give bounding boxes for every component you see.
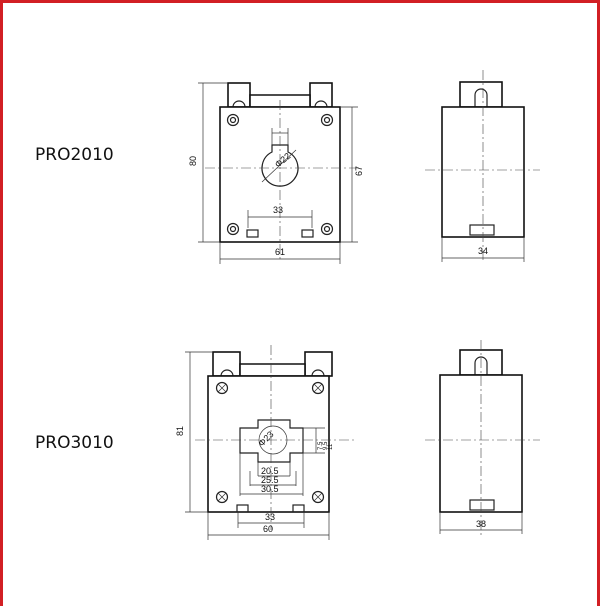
slot-dim-label: 25.5 bbox=[261, 475, 279, 485]
model-label-pro3010: PRO3010 bbox=[35, 433, 114, 453]
slot-dim-label: 30.5 bbox=[261, 484, 279, 494]
pro3010-front-view: Φ23 7.5 9.5 11 20.5 25.5 30.5 81 bbox=[175, 345, 355, 540]
side-width-label: 34 bbox=[478, 246, 488, 256]
mounting-tab-left bbox=[212, 351, 241, 377]
small-dim-label: 11 bbox=[328, 443, 334, 450]
pro3010-body bbox=[207, 375, 330, 513]
mounting-tab-right bbox=[309, 82, 333, 108]
corner-screws bbox=[215, 381, 325, 504]
small-dim-label: 7.5 bbox=[318, 441, 324, 450]
height-label: 81 bbox=[175, 426, 185, 436]
small-dim-label: 9.5 bbox=[323, 441, 329, 450]
hole-spacing-label: 33 bbox=[273, 205, 283, 215]
side-width-label: 38 bbox=[476, 519, 486, 529]
top-tab bbox=[459, 81, 503, 108]
conductor-opening bbox=[261, 144, 299, 187]
hole-spacing-label: 33 bbox=[265, 512, 275, 522]
model-label-pro2010: PRO2010 bbox=[35, 145, 114, 165]
pro3010-side-view: 38 bbox=[425, 340, 540, 536]
width-label: 60 bbox=[263, 524, 273, 534]
inner-height-label: 67 bbox=[354, 166, 364, 176]
pro2010-front-view: Φ22 33 80 67 61 bbox=[188, 82, 364, 264]
mounting-tab-right bbox=[304, 351, 333, 377]
pro2010-side-view: 34 bbox=[425, 70, 540, 262]
height-label: 80 bbox=[188, 156, 198, 166]
corner-screws bbox=[226, 113, 334, 236]
top-bracket bbox=[239, 363, 306, 377]
mounting-tab-left bbox=[227, 82, 251, 108]
width-label: 61 bbox=[275, 247, 285, 257]
slot-dim-label: 20.5 bbox=[261, 466, 279, 476]
